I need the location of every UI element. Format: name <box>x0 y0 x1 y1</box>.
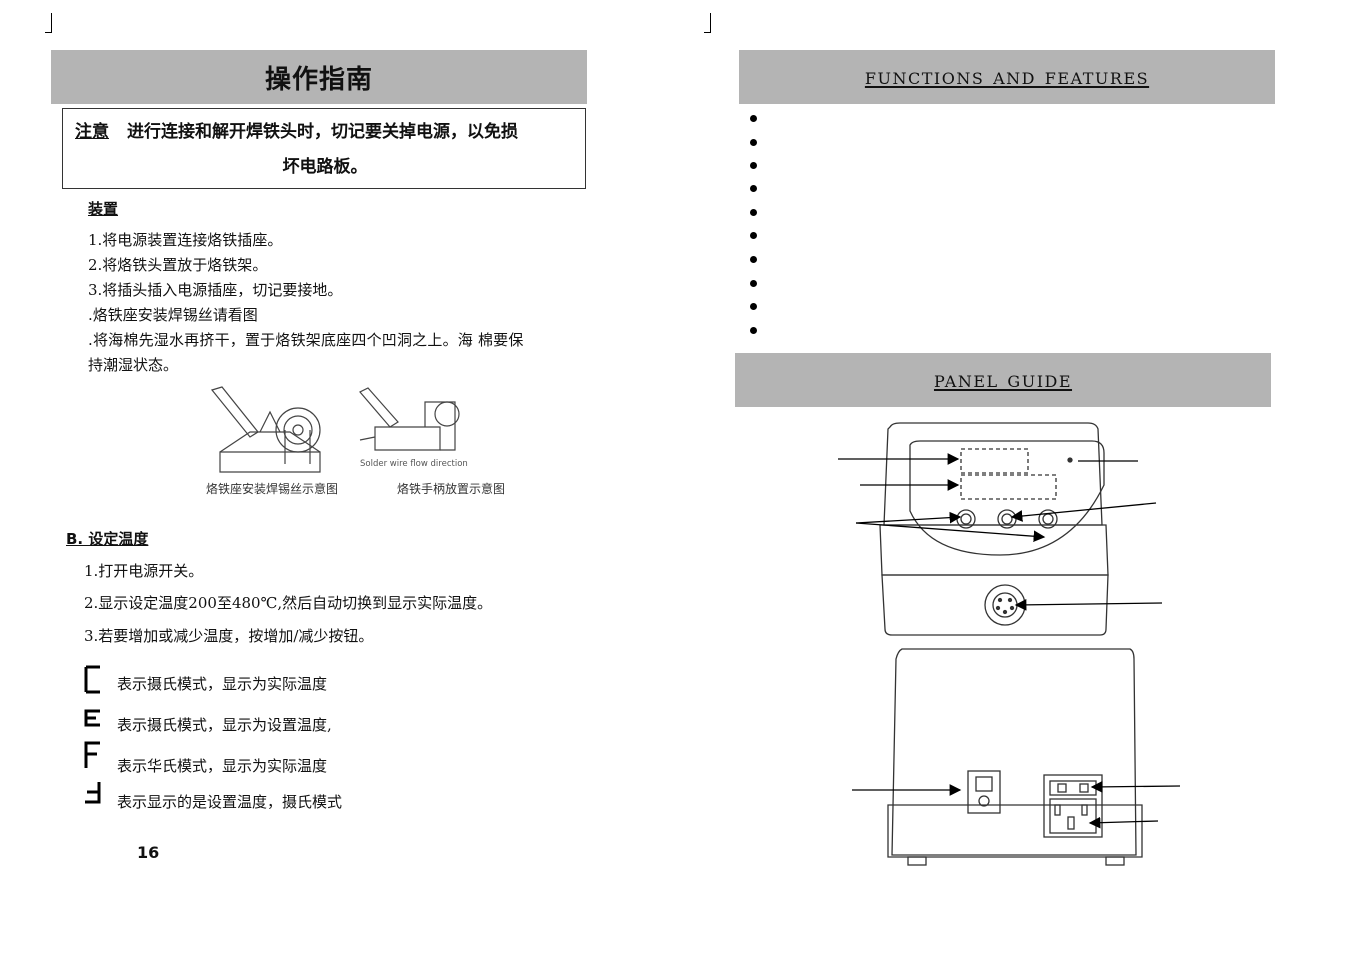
list-item: 1.打开电源开关。 <box>84 562 204 580</box>
page-number: 16 <box>137 843 160 862</box>
functions-header: functions and features <box>739 50 1275 104</box>
soldering-stand-illustration: Solder wire flow direction <box>210 386 468 473</box>
symbol-desc: 表示显示的是设置温度，摄氏模式 <box>117 793 343 811</box>
list-item: .烙铁座安装焊锡丝请看图 <box>88 306 258 324</box>
notice-line-1: 进行连接和解开焊铁头时，切记要关掉电源，以免损 <box>127 122 518 142</box>
bullet <box>750 303 757 310</box>
list-item: 3.若要增加或减少温度，按增加/减少按钮。 <box>84 627 374 645</box>
list-item-continuation: 持潮湿状态。 <box>88 356 179 374</box>
list-item: .将海棉先湿水再挤干，置于烙铁架底座四个凹洞之上。海 棉要保 <box>88 331 524 349</box>
bullet <box>750 139 757 146</box>
page-title: 操作指南 <box>51 50 587 104</box>
figure-caption-right: 烙铁手柄放置示意图 <box>397 482 506 496</box>
notice-line-2: 坏电路板。 <box>282 157 368 177</box>
bullet <box>750 256 757 263</box>
notice-box: 注意进行连接和解开焊铁头时，切记要关掉电源，以免损 坏电路板。 <box>62 108 586 189</box>
list-item: 1.将电源装置连接烙铁插座。 <box>88 231 283 249</box>
symbol-desc: 表示华氏模式，显示为实际温度 <box>117 757 328 775</box>
symbol-desc: 表示摄氏模式，显示为实际温度 <box>117 675 328 693</box>
figure-inner-label: Solder wire flow direction <box>360 459 468 469</box>
bullet <box>750 327 757 334</box>
panel-guide-title: panel guide <box>933 367 1073 393</box>
list-item: 2.将烙铁头置放于烙铁架。 <box>88 256 268 274</box>
bullet <box>750 162 757 169</box>
functions-title: functions and features <box>864 64 1150 90</box>
notice-label: 注意 <box>75 122 109 142</box>
crop-mark-left <box>45 13 52 33</box>
panel-guide-header: panel guide <box>735 353 1271 407</box>
set-temp-symbol <box>85 782 101 804</box>
celsius-actual-symbol <box>84 665 100 694</box>
crop-mark-right <box>704 13 711 33</box>
bullet <box>750 280 757 287</box>
figure-caption-left: 烙铁座安装焊锡丝示意图 <box>206 482 339 496</box>
list-item: 2.显示设定温度200至480℃,然后自动切换到显示实际温度。 <box>84 594 493 612</box>
symbol-desc: 表示摄氏模式，显示为设置温度, <box>117 716 332 734</box>
section-a-heading: 装置 <box>88 200 119 218</box>
bullet <box>750 232 757 239</box>
bullet <box>750 209 757 216</box>
bullet <box>750 185 757 192</box>
bullet <box>750 115 757 122</box>
fahrenheit-symbol <box>84 741 100 768</box>
section-b-heading: B. 设定温度 <box>66 530 149 548</box>
celsius-set-symbol <box>84 709 100 727</box>
list-item: 3.将插头插入电源插座，切记要接地。 <box>88 281 343 299</box>
soldering-station-diagram <box>838 422 1181 866</box>
